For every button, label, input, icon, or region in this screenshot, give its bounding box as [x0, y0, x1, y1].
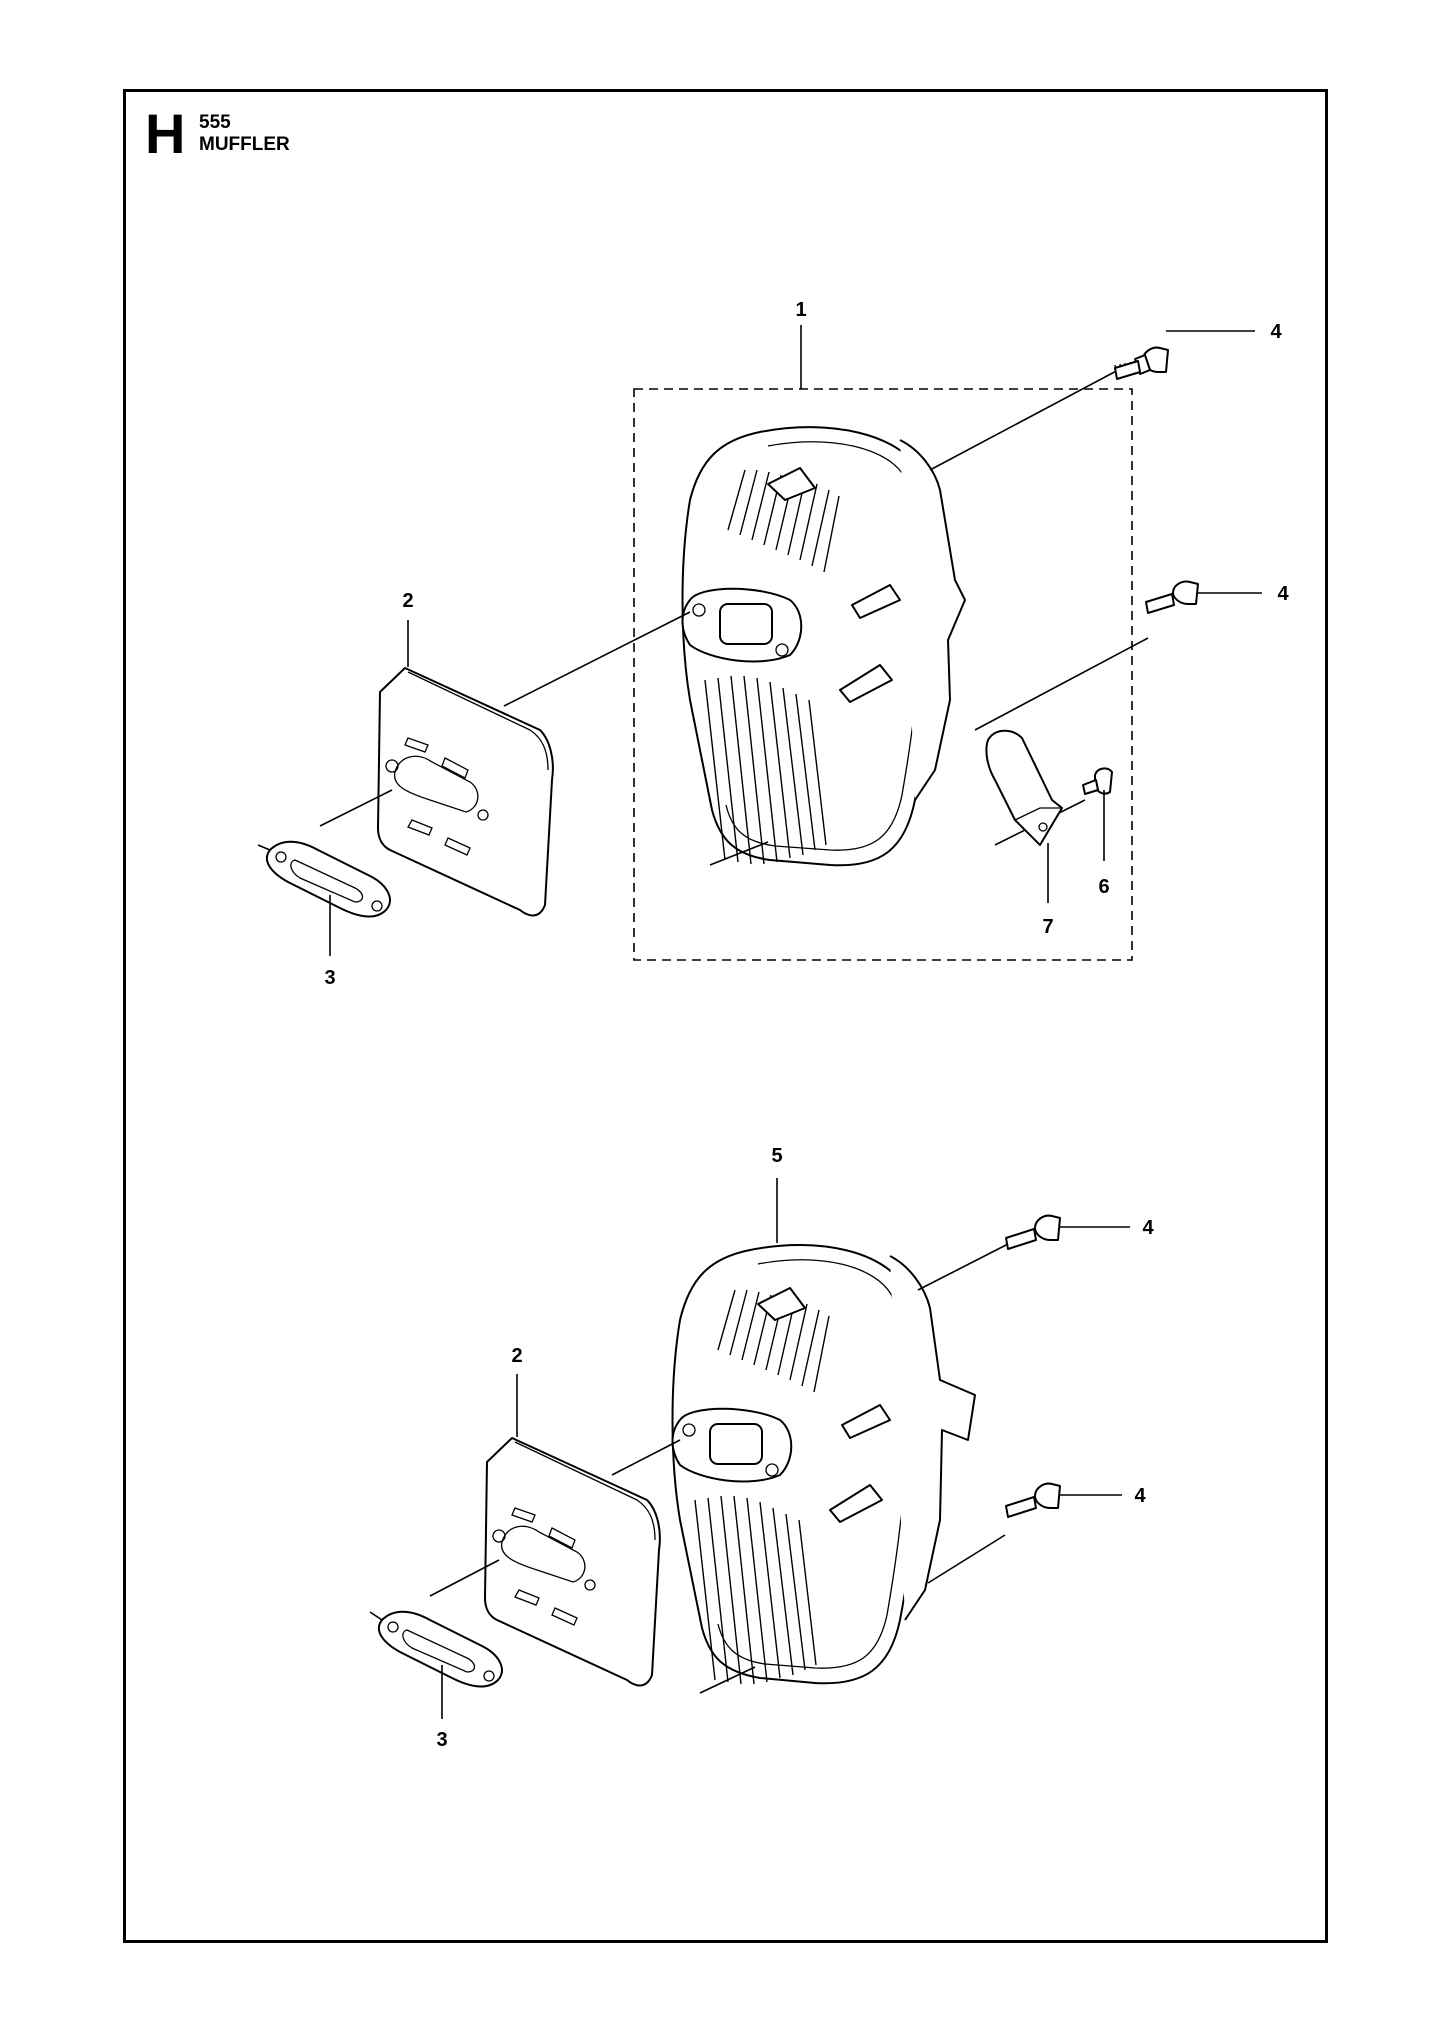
page-title: MUFFLER [199, 134, 290, 155]
gasket-top [265, 840, 391, 918]
top-assembly: 1 [257, 299, 1289, 989]
screw-upper-bottom [1005, 1214, 1061, 1250]
model-number: 555 [199, 112, 231, 133]
callout-1: 1 [795, 299, 806, 321]
callout-3-bottom: 3 [436, 1729, 447, 1751]
axis-outlet-bottom [611, 1439, 681, 1476]
diagram-frame [123, 89, 1328, 1943]
axis-screw-upper-bottom [917, 1242, 1011, 1291]
callout-4-top-middle: 4 [1277, 583, 1289, 605]
screw-upper-top [1114, 346, 1169, 380]
callout-6: 6 [1098, 876, 1109, 898]
screw-lower-bottom [1005, 1482, 1061, 1518]
callout-2-top: 2 [402, 590, 413, 612]
section-letter: H [145, 102, 186, 165]
muffler-fins-lower [704, 675, 827, 865]
gasket-bottom [377, 1610, 503, 1688]
axis-screw-middle-top [974, 637, 1149, 731]
vent-upper-bottom [757, 1287, 806, 1321]
muffler-fins-upper [727, 469, 840, 573]
axis-gasket-bottom [369, 1611, 383, 1621]
axis-outlet-top [503, 611, 691, 707]
assembly-dashed-box [633, 388, 1133, 961]
vent-lower-bottom [829, 1484, 883, 1523]
muffler-body-bottom [671, 1244, 976, 1685]
vent-right [851, 584, 901, 619]
axis-gasket-top [257, 844, 271, 851]
vent-right-bottom [841, 1404, 891, 1439]
screw-small-top [1082, 767, 1113, 795]
axis-screw-upper-top [929, 367, 1123, 471]
axis-shield-bottom [429, 1559, 500, 1597]
deflector-top [985, 729, 1063, 846]
heat-shield-top [377, 667, 554, 917]
callout-7: 7 [1042, 916, 1053, 938]
bottom-assembly: 5 2 3 [369, 1145, 1154, 1751]
callout-4-bottom-lower: 4 [1134, 1485, 1146, 1507]
muffler-fins-upper-bottom [717, 1289, 830, 1393]
callout-2-bottom: 2 [511, 1345, 522, 1367]
callout-4-bottom-upper: 4 [1142, 1217, 1154, 1239]
axis-bottom-mount-bottom [699, 1666, 756, 1694]
callout-5: 5 [771, 1145, 782, 1167]
vent-upper [767, 467, 816, 501]
vent-lower [839, 664, 893, 703]
axis-bottom-mount-top [709, 841, 769, 866]
callout-4-top-upper: 4 [1270, 321, 1282, 343]
screw-middle-top [1145, 580, 1199, 614]
heat-shield-bottom [484, 1437, 661, 1687]
muffler-body-top [681, 426, 966, 867]
callout-3-top: 3 [324, 967, 335, 989]
axis-screw-lower-bottom [927, 1534, 1006, 1584]
axis-shield-top [319, 789, 393, 827]
muffler-fins-lower-bottom [694, 1495, 817, 1685]
